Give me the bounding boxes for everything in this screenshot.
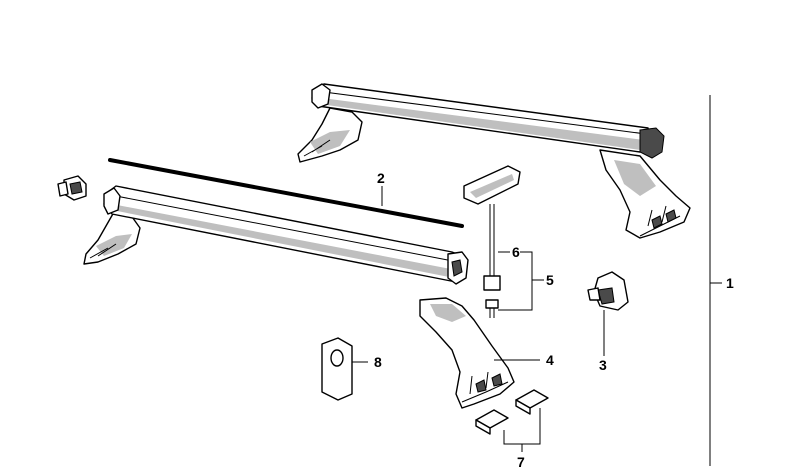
end-cap-small — [57, 175, 87, 201]
callout-8: 8 — [374, 354, 382, 370]
callout-3: 3 — [599, 357, 607, 373]
callout-labels: 1 2 3 4 5 6 7 8 — [374, 170, 734, 470]
tension-bolt — [463, 165, 521, 318]
callout-1: 1 — [726, 275, 734, 291]
callout-6: 6 — [512, 244, 520, 260]
callout-2: 2 — [377, 170, 385, 186]
callout-5: 5 — [546, 272, 554, 288]
callout-7: 7 — [517, 454, 525, 470]
callout-4: 4 — [546, 352, 554, 368]
rear-crossbar — [297, 83, 691, 239]
rubber-pads — [475, 389, 549, 435]
rubber-strip — [108, 158, 464, 228]
leader-lines — [352, 95, 722, 466]
support-foot — [419, 297, 515, 409]
bracket-plate — [321, 337, 353, 401]
end-cap-part-3 — [587, 271, 629, 311]
front-crossbar — [83, 185, 469, 285]
